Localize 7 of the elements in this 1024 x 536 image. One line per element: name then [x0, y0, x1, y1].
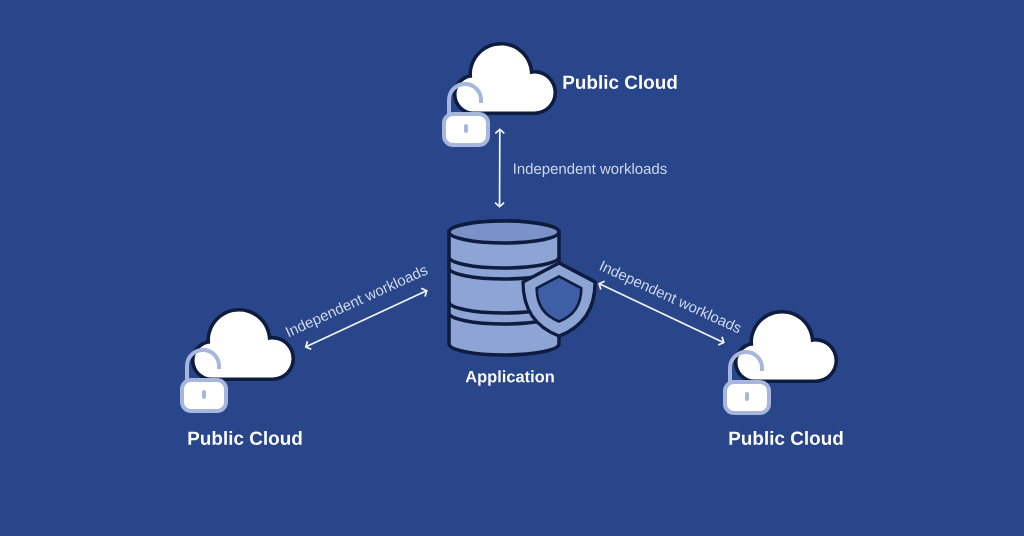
- node-label: Public Cloud: [563, 75, 677, 89]
- node-label: Application: [465, 370, 554, 386]
- double-arrow: [304, 287, 428, 351]
- double-arrow: [598, 280, 725, 346]
- node-label: Public Cloud: [188, 431, 302, 445]
- double-arrow: [494, 128, 506, 208]
- node-label: Public Cloud: [729, 431, 843, 445]
